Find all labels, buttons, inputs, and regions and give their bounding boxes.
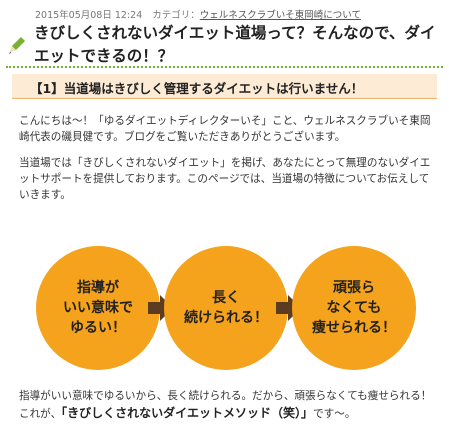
post-title: きびしくされないダイエット道場って？そんなので、ダイエットできるの！？ [34, 24, 436, 65]
circle-text: いい意味で [63, 300, 133, 316]
category-link[interactable]: ウェルネスクラブいそ東岡崎について [199, 10, 361, 21]
method-name-prefix: これが、 [19, 408, 62, 420]
method-name-paragraph: これが、「きびしくされないダイエットメソッド（笑）」です～。 [19, 404, 439, 423]
circle-text: 長く [212, 290, 240, 306]
description-paragraph: 当道場では「きびしくされないダイエット」を掲げ、あなたにとって無理のないダイエッ… [19, 157, 431, 201]
circle-text: なくても [326, 300, 382, 316]
section-heading: 【1】当道場はきびしく管理するダイエットは行いません！ [30, 81, 364, 96]
intro-paragraph: こんにちは～！「ゆるダイエットディレクターいそ」こと、ウェルネスクラブいそ東岡崎… [19, 115, 431, 143]
flow-circle-lose-weight: 頑張ら なくても 痩せられる！ [292, 246, 416, 370]
method-name-emphasis: 「きびしくされないダイエットメソッド（笑）」 [61, 406, 314, 420]
circle-text: ゆるい！ [70, 320, 126, 336]
summary-paragraph: 指導がいい意味でゆるいから、長く続けられる。だから、頑張らなくても痩せられる！ [19, 390, 432, 402]
section-heading-background [12, 74, 437, 98]
section-heading-rule [12, 98, 437, 99]
flow-circle-long-lasting: 長く 続けられる！ [164, 246, 288, 370]
circle-text: 指導が [77, 280, 119, 296]
method-name-suffix: です～。 [313, 408, 356, 420]
circle-text: 頑張ら [333, 280, 375, 296]
post-date: 2015年05月08日 12:24 [35, 10, 143, 21]
circle-text: 続けられる！ [184, 310, 268, 326]
pencil-icon [9, 37, 25, 54]
category-label: カテゴリ： [152, 10, 200, 21]
circle-text: 痩せられる！ [312, 320, 396, 336]
post-meta: 2015年05月08日 12:24 カテゴリ：ウェルネスクラブいそ東岡崎について [35, 7, 361, 21]
flow-circle-loose-guidance: 指導が いい意味で ゆるい！ [36, 246, 160, 370]
title-divider [6, 66, 443, 68]
method-flow-diagram: 指導が いい意味で ゆるい！ 長く 続けられる！ 頑張ら なくても 痩せられる！ [0, 246, 449, 372]
